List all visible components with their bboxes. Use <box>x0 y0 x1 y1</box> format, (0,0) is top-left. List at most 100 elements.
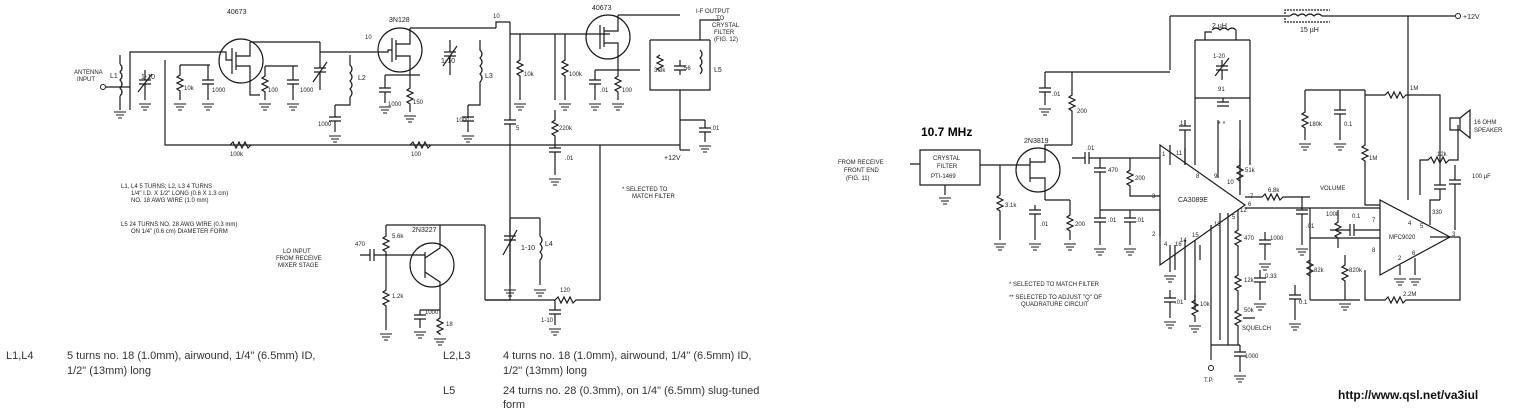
label-c1000-e: 1000 <box>456 118 470 124</box>
label-c10-b: 10 <box>493 14 500 20</box>
label-q2: 3N128 <box>389 17 410 24</box>
label-r51k: 51k <box>1245 168 1256 174</box>
table-id-l2l3: L2,L3 <box>443 350 471 362</box>
label-ic2: MFC9020 <box>1389 235 1416 241</box>
inductor-l1 <box>119 55 123 110</box>
table-desc-l5-line1: 24 turns no. 28 (0.3mm), on 1/4" (6.5mm)… <box>503 385 760 397</box>
table-desc-l2l3-line2: 1/2" (13mm) long <box>503 365 587 377</box>
table-id-l5: L5 <box>443 385 456 397</box>
label-l2uh: 2 µH <box>1212 23 1227 30</box>
label-sel2a: ** SELECTED TO ADJUST "Q" OF <box>1009 295 1102 301</box>
label-r100-a: 100 <box>268 88 279 94</box>
label-if-out2: TO <box>716 16 725 22</box>
label-c0-33: 0.33 <box>1265 274 1277 280</box>
label-p4: 4 <box>1164 242 1168 248</box>
label-r50k: 50k <box>1244 308 1255 314</box>
label-r3-1k: 3.1k <box>1005 203 1017 209</box>
label-r1m-b: 1M <box>1369 156 1377 162</box>
label-m4: 4 <box>1408 221 1412 227</box>
label-if-out1: I-F OUTPUT <box>696 9 730 15</box>
label-note2b: ON 1/4" (0.6 cm) DIAMETER FORM <box>131 229 228 235</box>
label-c470: 470 <box>355 242 366 248</box>
table-desc-l1l4-line1: 5 turns no. 18 (1.0mm), airwound, 1/4" (… <box>67 350 316 362</box>
label-c01-a: .01 <box>1052 92 1061 98</box>
label-note1c: NO. 18 AWG WIRE (1.0 mm) <box>131 198 208 204</box>
label-squelch: SQUELCH <box>1242 326 1271 332</box>
label-p7: 7 <box>1250 194 1254 200</box>
label-p1: 1 <box>1162 152 1166 158</box>
label-c10-a: 10 <box>365 35 372 41</box>
label-r12k-b: 12k <box>1437 152 1448 158</box>
label-p3: 3 <box>1152 194 1156 200</box>
label-l2: L2 <box>358 75 366 82</box>
label-c01-b: .01 <box>565 156 574 162</box>
table-desc-l1l4-line2: 1/2" (13mm) long <box>67 365 151 377</box>
label-q4: 2N3227 <box>412 227 437 234</box>
label-select2: MATCH FILTER <box>632 194 675 200</box>
label-c1000-b: 1000 <box>1245 354 1259 360</box>
label-r2-2m: 2.2M <box>1403 292 1416 298</box>
label-v12: +12V <box>664 155 681 162</box>
label-crystal3: PTI-1469 <box>931 174 956 180</box>
label-c1000-d: 1000 <box>388 102 402 108</box>
label-c01-b: .01 <box>1086 146 1095 152</box>
label-c1000-a: 1000 <box>1270 236 1284 242</box>
label-c-1-10c: 1-10 <box>521 245 535 252</box>
label-if-out5: (FIG. 12) <box>714 37 738 43</box>
label-r3-3k: 3.3k <box>654 68 666 74</box>
label-l1: L1 <box>110 73 118 80</box>
label-r82k: 82k <box>1314 268 1325 274</box>
label-p15: 15 <box>1192 233 1199 239</box>
label-r100k-b: 100k <box>230 152 244 158</box>
transistor-2n3819 <box>1015 147 1061 193</box>
label-c0-1b: 0.1 <box>1299 300 1308 306</box>
label-c01-g: .01 <box>1175 300 1184 306</box>
label-r120: 120 <box>560 288 571 294</box>
label-l3: L3 <box>485 73 493 80</box>
label-if-out3: CRYSTAL <box>712 23 740 29</box>
label-note1b: 1/4" I.D. X 1/2" LONG (0.6 X 1.3 cm) <box>131 191 228 197</box>
label-p11: 11 <box>1176 151 1183 157</box>
label-c01-f: .01 <box>1306 224 1315 230</box>
label-select1: * SELECTED TO <box>622 187 668 193</box>
label-tp: T.P. <box>1204 378 1214 384</box>
label-c1000-f: 1000 <box>425 310 439 316</box>
label-c56: 56 <box>684 66 691 72</box>
label-note1a: L1, L4 5 TURNS; L2, L3 4 TURNS <box>121 184 212 190</box>
label-crystal2: FILTER <box>937 164 958 170</box>
label-r220k: 220k <box>559 126 573 132</box>
label-m3: 3 <box>1452 232 1456 238</box>
label-p9: 9 <box>1214 174 1218 180</box>
label-p2: 2 <box>1152 232 1156 238</box>
label-c-1-10a: 1-10 <box>141 74 155 81</box>
label-ic1: CA3089E <box>1178 197 1208 204</box>
label-if-out4: FILTER <box>714 30 735 36</box>
label-r200-c: 200 <box>1075 222 1086 228</box>
label-speaker2: SPEAKER <box>1474 128 1503 134</box>
label-from1: FROM RECEIVE <box>838 160 884 166</box>
label-r100-c: 100 <box>411 152 422 158</box>
label-r10k: 10k <box>1200 302 1211 308</box>
label-lo3: MIXER STAGE <box>278 263 319 269</box>
label-c91: 91 <box>1218 87 1225 93</box>
label-c01-d: .01 <box>1136 218 1145 224</box>
label-v12: +12V <box>1463 14 1480 21</box>
label-stars: * * <box>1218 121 1226 128</box>
label-m2: 2 <box>1398 256 1402 262</box>
label-q: 2N3819 <box>1024 138 1049 145</box>
transistor-q2 <box>377 27 423 73</box>
label-l5: L5 <box>714 67 722 74</box>
label-c330: 330 <box>1432 210 1443 216</box>
right-schematic: 10.7 MHz CRYSTAL FILTER PTI-1469 FROM RE… <box>838 9 1503 384</box>
label-c-1-10d: 1-10 <box>541 318 554 324</box>
label-r1-2k: 1.2k <box>392 294 404 300</box>
label-crystal1: CRYSTAL <box>933 156 961 162</box>
label-mhz: 10.7 MHz <box>921 125 972 139</box>
label-c5: 5 <box>516 126 520 132</box>
label-c1: 1 <box>1180 121 1184 127</box>
label-c0-1a: 0.1 <box>1352 214 1361 220</box>
label-m8: 8 <box>1372 248 1376 254</box>
label-r10k-a: 10k <box>184 86 195 92</box>
label-q3: 40673 <box>592 5 612 12</box>
label-r200-a: 200 <box>1077 109 1088 115</box>
